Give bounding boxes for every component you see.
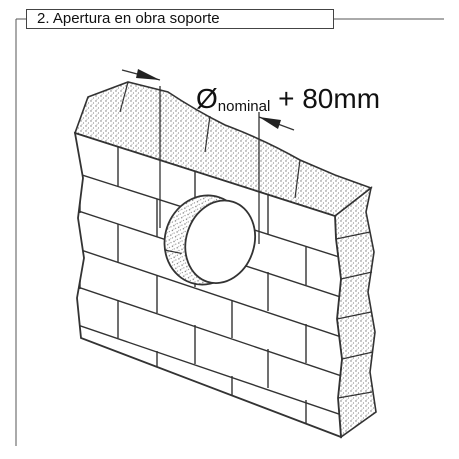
side-brick-joints (335, 231, 374, 399)
dimension-label: Ønominal + 80mm (196, 84, 380, 119)
top-brick-joints (119, 81, 301, 199)
diameter-subscript: nominal (217, 98, 271, 115)
diameter-allowance: + 80mm (270, 83, 381, 114)
diameter-symbol: Ø (196, 83, 218, 114)
dimension-arrows (136, 69, 281, 129)
wall-opening (163, 194, 256, 286)
frame-border (15, 18, 444, 446)
step-title: 2. Apertura en obra soporte (26, 9, 334, 29)
brick-pattern (75, 147, 342, 437)
